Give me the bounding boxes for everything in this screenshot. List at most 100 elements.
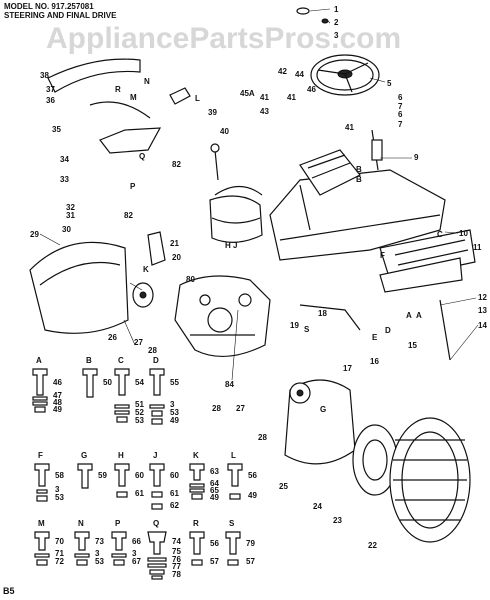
drag-link	[299, 299, 451, 361]
callout-20: 20	[172, 253, 181, 262]
svg-text:60: 60	[135, 471, 144, 480]
svg-text:70: 70	[55, 537, 64, 546]
callout-41c: 41	[345, 123, 354, 132]
callout-82b: 82	[124, 211, 133, 220]
svg-text:74: 74	[172, 537, 181, 546]
callout-9: 9	[414, 153, 419, 162]
svg-text:50: 50	[103, 378, 112, 387]
svg-text:C: C	[118, 356, 124, 365]
callout-D1: D	[385, 326, 391, 335]
hardware-G: G 59	[77, 451, 107, 489]
hardware-M: M 70 71 72	[34, 519, 64, 566]
callout-R1: R	[115, 85, 121, 94]
svg-text:G: G	[81, 451, 87, 460]
svg-text:57: 57	[246, 557, 255, 566]
callout-40: 40	[220, 127, 229, 136]
callout-6: 6	[398, 93, 403, 102]
callout-H1: H	[225, 241, 231, 250]
callout-33: 33	[60, 175, 69, 184]
callout-42: 42	[278, 67, 287, 76]
callout-14: 14	[478, 321, 487, 330]
callout-45A: 45A	[240, 89, 255, 98]
callout-labels: 1 2 3 5 6 6 7 7 9 10 11 12 13 14 15 16 1…	[30, 5, 487, 550]
section-title: STEERING AND FINAL DRIVE	[4, 11, 117, 20]
svg-text:49: 49	[170, 416, 179, 425]
svg-text:53: 53	[55, 493, 64, 502]
svg-text:66: 66	[132, 537, 141, 546]
callout-15: 15	[408, 341, 417, 350]
svg-text:60: 60	[170, 471, 179, 480]
hw-letter: A	[36, 356, 42, 365]
callout-B1: B	[356, 165, 362, 174]
callout-11: 11	[473, 243, 482, 252]
svg-text:61: 61	[170, 489, 179, 498]
callout-L: L	[195, 94, 200, 103]
steering-shaft	[371, 129, 383, 171]
svg-text:77: 77	[172, 562, 181, 571]
hardware-R: R 56 57	[189, 519, 219, 566]
svg-text:L: L	[231, 451, 236, 460]
hardware-B: B 50	[82, 356, 112, 398]
callout-K1: K	[143, 265, 149, 274]
svg-text:53: 53	[170, 408, 179, 417]
svg-text:67: 67	[132, 557, 141, 566]
callout-28c: 28	[258, 433, 267, 442]
svg-text:K: K	[193, 451, 199, 460]
svg-text:72: 72	[55, 557, 64, 566]
svg-text:3: 3	[170, 400, 175, 409]
svg-text:58: 58	[55, 471, 64, 480]
hardware-N: N 73 3 53	[74, 519, 104, 566]
svg-text:52: 52	[135, 408, 144, 417]
svg-text:63: 63	[210, 467, 219, 476]
callout-25: 25	[279, 482, 288, 491]
callout-5: 5	[387, 79, 392, 88]
svg-text:61: 61	[135, 489, 144, 498]
callout-43: 43	[260, 107, 269, 116]
callout-41b: 41	[287, 93, 296, 102]
svg-text:H: H	[118, 451, 124, 460]
callout-F1: F	[380, 251, 385, 260]
svg-text:Q: Q	[153, 519, 159, 528]
hardware-S: S 79 57	[225, 519, 255, 566]
hardware-A: A 46 47 48 49	[32, 356, 62, 414]
seat-support	[47, 58, 191, 154]
callout-26: 26	[108, 333, 117, 342]
svg-text:3: 3	[55, 485, 60, 494]
callout-37: 37	[46, 85, 55, 94]
svg-text:78: 78	[172, 570, 181, 579]
svg-text:49: 49	[210, 493, 219, 502]
hardware-J: J 60 61 62	[149, 451, 179, 510]
callout-28b: 28	[212, 404, 221, 413]
svg-text:B: B	[86, 356, 92, 365]
svg-text:59: 59	[98, 471, 107, 480]
callout-29: 29	[30, 230, 39, 239]
hardware-H: H 60 61	[114, 451, 144, 498]
callout-34: 34	[60, 155, 69, 164]
callout-12: 12	[478, 293, 487, 302]
hub-left	[132, 282, 154, 308]
svg-text:62: 62	[170, 501, 179, 510]
svg-text:D: D	[153, 356, 159, 365]
callout-80: 80	[186, 275, 195, 284]
transaxle	[174, 275, 271, 358]
svg-text:47: 47	[53, 391, 62, 400]
hardware-C: C 54 51 52 53	[114, 356, 144, 425]
svg-text:53: 53	[135, 416, 144, 425]
footrest-right	[379, 229, 476, 293]
svg-text:79: 79	[246, 539, 255, 548]
callout-38: 38	[40, 71, 49, 80]
svg-text:55: 55	[170, 378, 179, 387]
callout-16: 16	[370, 357, 379, 366]
callout-46: 46	[307, 85, 316, 94]
callout-P1: P	[130, 182, 136, 191]
callout-7: 7	[398, 102, 403, 111]
model-number: MODEL NO. 917.257081	[4, 2, 94, 11]
hardware-Q: Q 74 75 76 77 78	[147, 519, 181, 580]
callout-82: 82	[172, 160, 181, 169]
svg-text:3: 3	[132, 549, 137, 558]
callout-18: 18	[318, 309, 327, 318]
callout-S1: S	[304, 325, 310, 334]
callout-A2: A	[416, 311, 422, 320]
svg-text:49: 49	[53, 405, 62, 414]
